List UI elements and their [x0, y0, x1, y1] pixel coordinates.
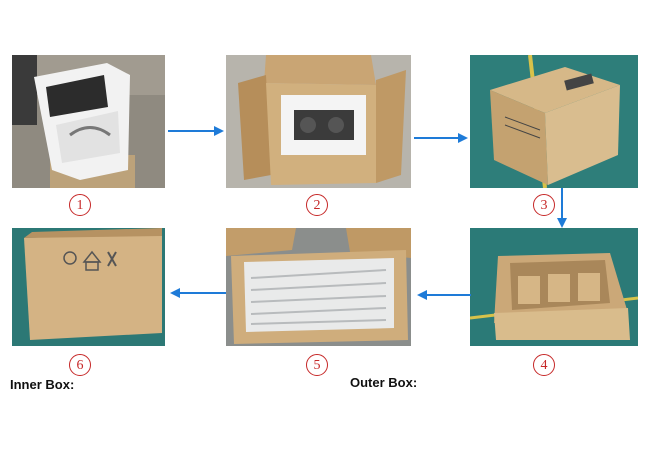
arrow-down-icon [557, 188, 567, 228]
photo-step-4 [470, 228, 638, 346]
step-number-6: 6 [69, 354, 91, 376]
photo-step-3 [470, 55, 638, 188]
arrow-left-icon [170, 288, 226, 298]
step-number-1: 1 [69, 194, 91, 216]
step-number-3: 3 [533, 194, 555, 216]
photo-step-1 [12, 55, 165, 188]
step-number-2: 2 [306, 194, 328, 216]
arrow-right-icon [168, 126, 224, 136]
step-number-4: 4 [533, 354, 555, 376]
photo-step-6 [12, 228, 165, 346]
arrow-right-icon [414, 133, 468, 143]
inner-box-label: Inner Box: [10, 377, 75, 392]
outer-box-label: Outer Box: [350, 375, 418, 390]
photo-step-2 [226, 55, 411, 188]
photo-step-5 [226, 228, 411, 346]
arrow-left-icon [417, 290, 471, 300]
step-number-5: 5 [306, 354, 328, 376]
